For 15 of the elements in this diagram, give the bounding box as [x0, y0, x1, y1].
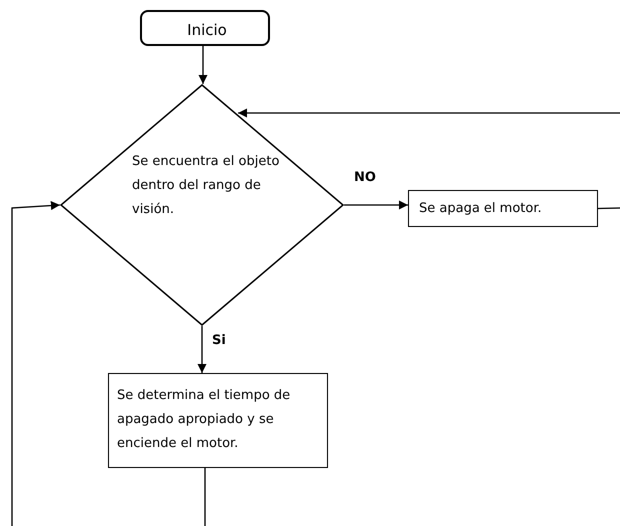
node-text: Se determina el tiempo de apagado apropiado y se enciende el motor. — [117, 387, 292, 453]
arrow — [198, 46, 208, 84]
arrow — [344, 200, 408, 210]
connector-line — [598, 207, 620, 210]
decision-diamond — [60, 84, 344, 326]
connector-line — [204, 468, 206, 526]
arrow — [238, 108, 620, 118]
node-text: Se encuentra el objeto dentro del rango de visión. — [132, 153, 280, 219]
arrow — [11, 201, 60, 526]
node-text: Se apaga el motor. — [419, 200, 543, 218]
arrow — [197, 326, 207, 373]
process-box — [108, 373, 328, 468]
start-label: Inicio — [186, 20, 228, 41]
start-terminal — [140, 10, 270, 46]
process-box — [408, 190, 598, 227]
